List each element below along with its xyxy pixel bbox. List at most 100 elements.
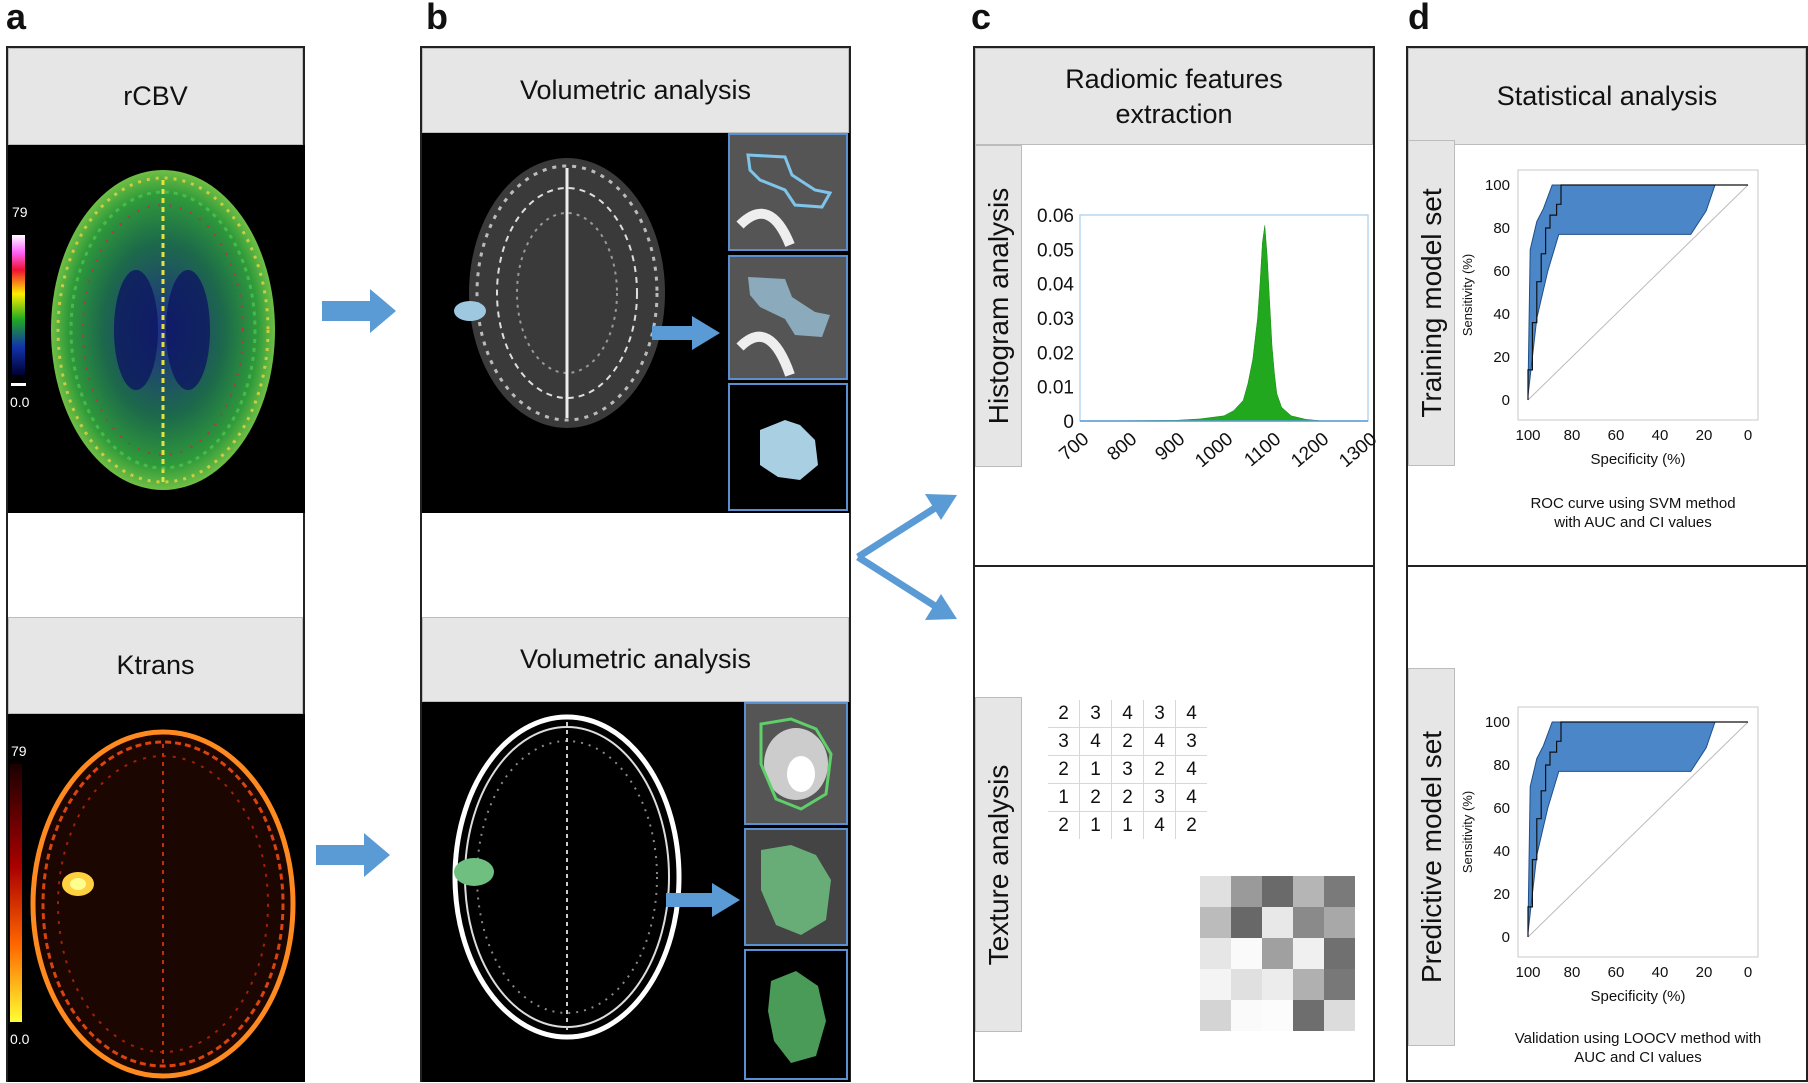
matrix-cell: 1: [1111, 811, 1144, 839]
volumetric-title-top: Volumetric analysis: [519, 75, 752, 105]
matrix-cell: 2: [1048, 755, 1080, 784]
roc-diagonal: [1527, 721, 1749, 938]
texture-cell: [1200, 876, 1231, 907]
roc-ytick: 0: [1502, 392, 1510, 409]
histogram-ytick: 0: [1063, 412, 1074, 433]
matrix-cell: 2: [1048, 700, 1080, 728]
roc-ytick: 80: [1493, 220, 1510, 237]
training-caption-line1: ROC curve using SVM method: [1530, 495, 1736, 512]
matrix-cell: 3: [1111, 755, 1144, 784]
texture-cell: [1200, 1000, 1231, 1031]
statistical-title: Statistical analysis: [1496, 81, 1718, 111]
texture-cell: [1231, 1000, 1262, 1031]
ktrans-volumetric-image: [422, 702, 850, 1082]
roc-xtick: 100: [1515, 964, 1540, 981]
roc-ytick: 20: [1493, 349, 1510, 366]
histogram-tab-label: Histogram analysis: [982, 187, 1014, 425]
radiomic-title-line2: extraction: [1115, 98, 1233, 129]
roc-xtick: 60: [1608, 427, 1625, 444]
roc-ylabel: Sensitivity (%): [1460, 254, 1475, 336]
roc-ylabel: Sensitivity (%): [1460, 791, 1475, 873]
histogram-ytick: 0.02: [1037, 343, 1074, 364]
roc-xtick: 20: [1696, 964, 1713, 981]
texture-cell: [1324, 969, 1355, 1000]
matrix-cell: 3: [1048, 727, 1080, 756]
training-caption: ROC curve using SVM method with AUC and …: [1468, 494, 1798, 532]
predictive-tab: Predictive model set: [1408, 668, 1455, 1046]
texture-grayscale-grid: [1200, 876, 1355, 1031]
thumb-ktrans-roi-filled: [744, 828, 848, 946]
matrix-cell: 2: [1111, 727, 1144, 756]
rcbv-volumetric-image: [422, 133, 850, 513]
matrix-cell: 4: [1143, 811, 1176, 839]
matrix-cell: 4: [1111, 700, 1144, 728]
roc-xtick: 80: [1564, 427, 1581, 444]
roc-xtick: 40: [1652, 964, 1669, 981]
statistical-header: Statistical analysis: [1408, 48, 1806, 145]
texture-cell: [1293, 938, 1324, 969]
histogram-frame: [1079, 214, 1369, 422]
texture-cell: [1231, 938, 1262, 969]
histogram-ytick: 0.01: [1037, 378, 1074, 399]
texture-cell: [1200, 969, 1231, 1000]
arrow-fork-icon: [856, 494, 957, 620]
histogram-ytick: 0.05: [1037, 240, 1074, 261]
histogram-ytick: 0.04: [1037, 275, 1074, 296]
thumb-roi-outline: [728, 133, 848, 251]
texture-cell: [1293, 907, 1324, 938]
roc-ci-band: [1527, 721, 1716, 933]
matrix-cell: 1: [1079, 811, 1112, 839]
texture-cell: [1231, 876, 1262, 907]
roc-curve: [1527, 721, 1748, 937]
roc-ytick: 40: [1493, 843, 1510, 860]
roc-xlabel: Specificity (%): [1590, 988, 1685, 1005]
roc-xtick: 0: [1744, 964, 1752, 981]
texture-cell: [1200, 907, 1231, 938]
panel-label-b: b: [426, 0, 448, 37]
texture-cell: [1231, 907, 1262, 938]
ktrans-title: Ktrans: [116, 650, 195, 680]
matrix-cell: 4: [1175, 755, 1207, 784]
rcbv-title: rCBV: [123, 81, 188, 111]
rcbv-header: rCBV: [8, 48, 303, 145]
roc-xtick: 60: [1608, 964, 1625, 981]
matrix-cell: 2: [1143, 755, 1176, 784]
texture-cell: [1293, 876, 1324, 907]
roc-ytick: 20: [1493, 886, 1510, 903]
histogram-xtick: 1000: [1191, 429, 1237, 472]
ktrans-scale-max: 79: [11, 743, 27, 759]
histogram-ytick: 0.06: [1037, 206, 1074, 227]
arrow-b-top-icon: [652, 316, 720, 350]
matrix-cell: 2: [1079, 783, 1112, 812]
panel-label-a: a: [6, 0, 27, 37]
texture-cell: [1262, 969, 1293, 1000]
thumb-ktrans-roi-outline: [744, 702, 848, 825]
texture-cell: [1262, 938, 1293, 969]
matrix-cell: 1: [1048, 783, 1080, 812]
thumb-roi-3d: [728, 383, 848, 511]
histogram-xtick: 1200: [1287, 429, 1333, 472]
roc-xtick: 100: [1515, 427, 1540, 444]
rcbv-map-image: 79 0.0: [8, 145, 305, 513]
histogram-ytick: 0.03: [1037, 309, 1074, 330]
roc-ytick: 40: [1493, 306, 1510, 323]
roc-ytick: 0: [1502, 929, 1510, 946]
histogram-xtick: 800: [1103, 429, 1141, 465]
texture-cell: [1293, 1000, 1324, 1031]
matrix-cell: 1: [1079, 755, 1112, 784]
texture-cell: [1262, 876, 1293, 907]
texture-cell: [1324, 938, 1355, 969]
volumetric-header-bottom: Volumetric analysis: [422, 617, 849, 702]
roc-xlabel: Specificity (%): [1590, 451, 1685, 468]
roc-ytick: 60: [1493, 263, 1510, 280]
roc-ytick: 100: [1485, 714, 1510, 731]
texture-cell: [1200, 938, 1231, 969]
volumetric-header-top: Volumetric analysis: [422, 48, 849, 133]
matrix-cell: 3: [1079, 700, 1112, 728]
training-caption-line2: with AUC and CI values: [1554, 514, 1712, 531]
panel-label-c: c: [971, 0, 992, 37]
ktrans-scale-min: 0.0: [10, 1031, 30, 1047]
panel-d-divider: [1408, 565, 1806, 567]
matrix-cell: 3: [1143, 700, 1176, 728]
